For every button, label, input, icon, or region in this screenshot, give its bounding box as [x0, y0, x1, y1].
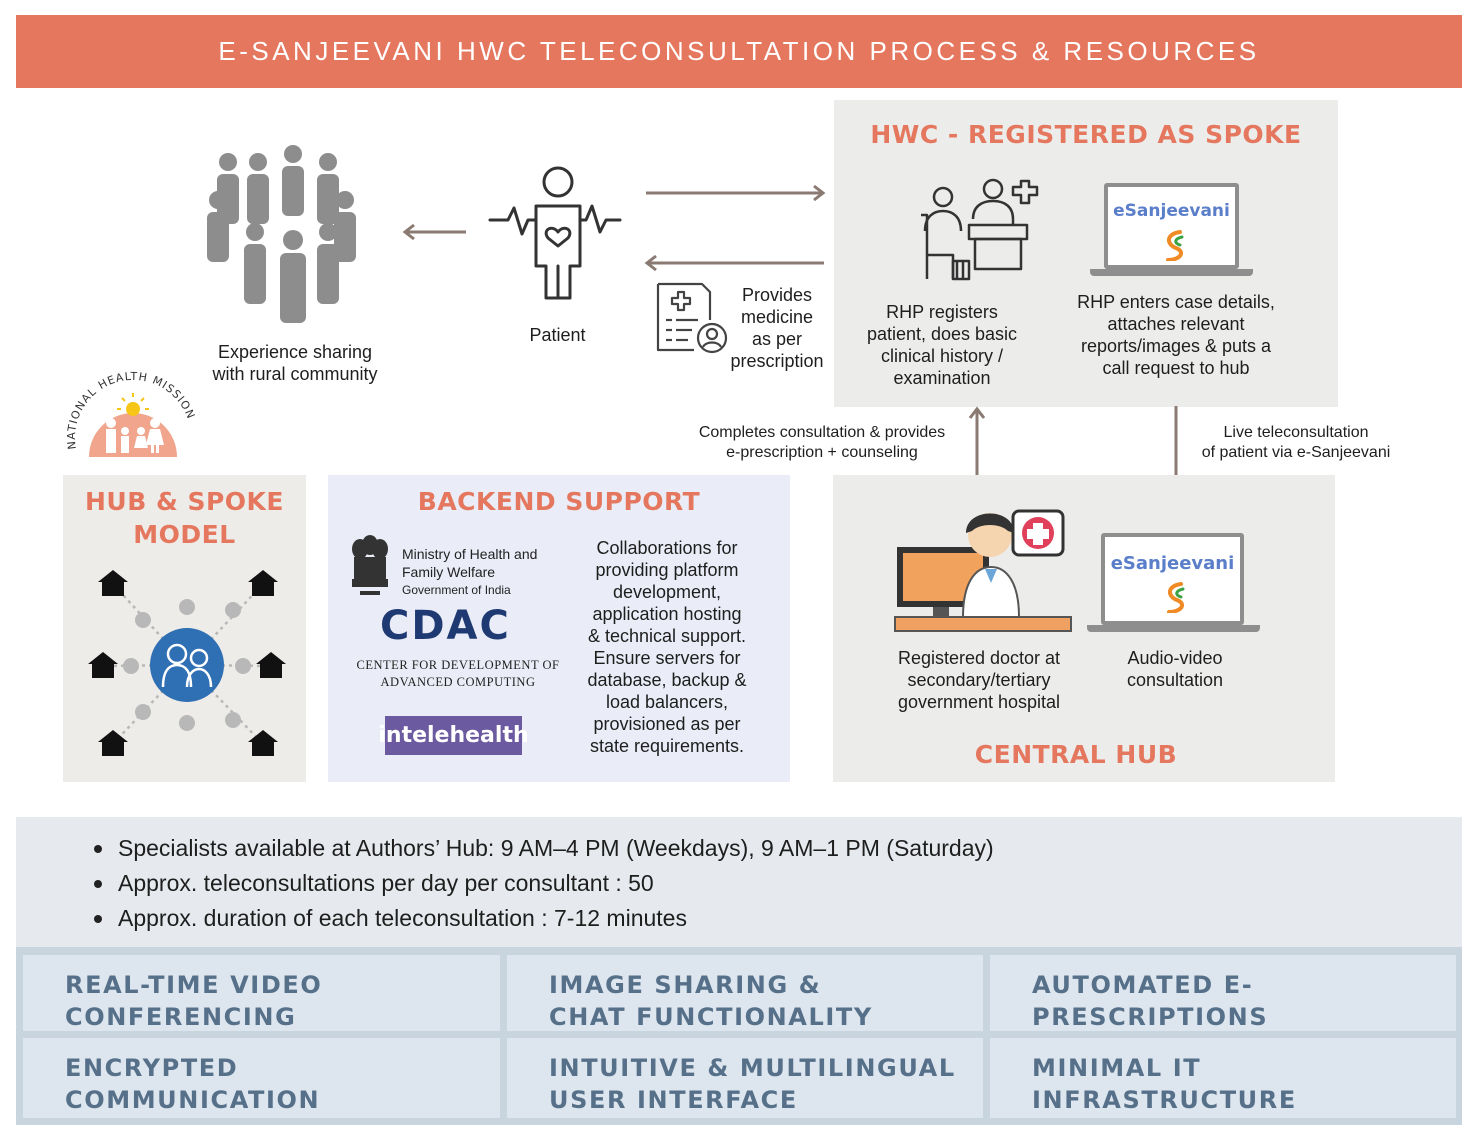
- rhp-enter-caption: RHP enters case details, attaches releva…: [1077, 292, 1275, 378]
- feature-label: AUTOMATED E- PRESCRIPTIONS: [1032, 971, 1269, 1031]
- feature-label: INTUITIVE & MULTILINGUAL USER INTERFACE: [549, 1054, 956, 1114]
- av-caption: Audio-video consultation: [1126, 648, 1224, 690]
- cdac-fullname: CENTER FOR DEVELOPMENT OF ADVANCED COMPU…: [338, 657, 578, 691]
- nhm-logo: NATIONAL HEALTH MISSION: [65, 370, 197, 457]
- hub-title: CENTRAL HUB: [974, 740, 1178, 769]
- feature-label: REAL-TIME VIDEO CONFERENCING: [65, 971, 323, 1031]
- page-title: E-SANJEEVANI HWC TELECONSULTATION PROCES…: [218, 36, 1260, 66]
- esanjeevani-swirl-icon: [1166, 230, 1184, 261]
- doctor-caption: Registered doctor at secondary/tertiary …: [897, 648, 1061, 712]
- feature-cell: MINIMAL IT INFRASTRUCTURE: [990, 1038, 1456, 1118]
- info-list: Specialists available at Authors’ Hub: 9…: [94, 831, 994, 936]
- ministry-block: Ministry of Health and Family Welfare Go…: [402, 545, 537, 599]
- feature-cell: REAL-TIME VIDEO CONFERENCING: [23, 955, 500, 1031]
- spoke-laptop-base: [1090, 269, 1253, 276]
- list-item: Specialists available at Authors’ Hub: 9…: [94, 831, 994, 866]
- hub-spoke-title: HUB & SPOKE MODEL: [84, 487, 285, 549]
- live-teleconsultation-label: Live teleconsultation of patient via e-S…: [1201, 424, 1391, 461]
- feature-label: ENCRYPTED COMMUNICATION: [65, 1054, 321, 1114]
- arrows-patient-spoke: [644, 184, 826, 272]
- ministry-line2: Family Welfare: [402, 564, 496, 580]
- community-icon: [207, 145, 356, 323]
- spoke-panel: [834, 100, 1338, 407]
- feature-cell: IMAGE SHARING & CHAT FUNCTIONALITY: [507, 955, 983, 1031]
- feature-cell: AUTOMATED E- PRESCRIPTIONS: [990, 955, 1456, 1031]
- prescription-icon: [656, 282, 728, 354]
- spoke-laptop-brand: eSanjeevani: [1113, 201, 1230, 221]
- feature-cell: INTUITIVE & MULTILINGUAL USER INTERFACE: [507, 1038, 983, 1118]
- backend-title: BACKEND SUPPORT: [417, 487, 701, 516]
- doctor-computer-icon: [894, 509, 1072, 632]
- list-item: Approx. teleconsultations per day per co…: [94, 866, 994, 901]
- medicine-caption: Provides medicine as per prescription: [730, 285, 824, 371]
- community-caption: Experience sharing with rural community: [212, 342, 378, 384]
- patient-caption: Patient: [529, 325, 586, 345]
- hub-spoke-diagram: [88, 570, 286, 756]
- completes-consultation-label: Completes consultation & provides e-pres…: [698, 424, 946, 461]
- header-banner: E-SANJEEVANI HWC TELECONSULTATION PROCES…: [16, 15, 1462, 88]
- hub-laptop-base: [1087, 625, 1260, 632]
- rhp-register-caption: RHP registers patient, does basic clinic…: [866, 302, 1018, 388]
- ministry-line1: Ministry of Health and: [402, 546, 538, 562]
- feature-grid: REAL-TIME VIDEO CONFERENCING IMAGE SHARI…: [16, 947, 1462, 1125]
- list-item: Approx. duration of each teleconsultatio…: [94, 901, 994, 936]
- cdac-line1: CENTER FOR DEVELOPMENT OF: [356, 658, 560, 672]
- ministry-line3: Government of India: [402, 583, 511, 597]
- hub-laptop-screen: eSanjeevani: [1101, 533, 1244, 625]
- arrow-left-to-community: [402, 223, 466, 241]
- feature-label: IMAGE SHARING & CHAT FUNCTIONALITY: [549, 971, 873, 1031]
- spoke-laptop-screen: eSanjeevani: [1104, 183, 1239, 269]
- feature-label: MINIMAL IT INFRASTRUCTURE: [1032, 1054, 1297, 1114]
- intelehealth-text: intelehealth: [378, 723, 529, 748]
- esanjeevani-swirl-icon: [1167, 582, 1185, 613]
- ashoka-emblem-icon: [352, 535, 388, 595]
- cdac-line2: ADVANCED COMPUTING: [380, 675, 536, 689]
- patient-icon: [488, 166, 622, 300]
- backend-description: Collaborations for providing platform de…: [587, 538, 747, 756]
- cdac-logo: CDAC: [380, 603, 511, 649]
- hub-laptop-brand: eSanjeevani: [1110, 553, 1235, 574]
- feature-cell: ENCRYPTED COMMUNICATION: [23, 1038, 500, 1118]
- intelehealth-logo: intelehealth: [378, 716, 529, 755]
- rhp-desk-icon: [921, 178, 1039, 281]
- spoke-title: HWC - REGISTERED AS SPOKE: [870, 120, 1302, 149]
- info-band: Specialists available at Authors’ Hub: 9…: [16, 817, 1462, 947]
